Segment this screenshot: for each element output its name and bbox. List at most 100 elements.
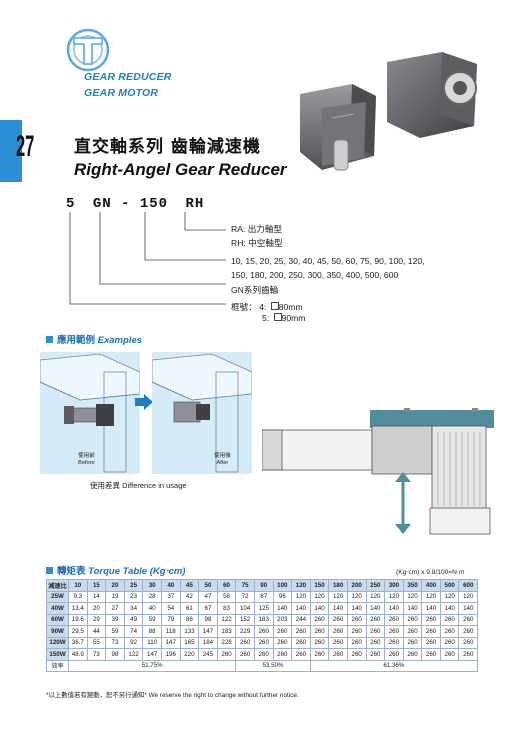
ratio-header-cell: 60 [216, 579, 237, 592]
table-cell: 260 [439, 625, 460, 638]
before-label-en: Before [78, 459, 95, 466]
legend-frame: 框號： 4: 80mm [231, 302, 303, 313]
table-cell: 140 [272, 602, 293, 615]
table-cell: 260 [291, 625, 311, 638]
table-cell: 20 [86, 602, 107, 615]
table-cell: 260 [328, 625, 348, 638]
table-cell: 118 [160, 625, 181, 638]
table-cell: 260 [365, 625, 386, 638]
model-ratio: 150 [139, 196, 169, 212]
gear-logo-icon [66, 28, 110, 72]
table-cell: 104 [235, 602, 255, 615]
table-cell: 13.4 [68, 602, 88, 615]
legend-rh: RH: 中空軸型 [231, 238, 283, 248]
table-cell: 140 [458, 602, 479, 615]
ratio-header-cell: 100 [272, 579, 293, 592]
ratio-header-cell: 30 [142, 579, 162, 592]
frame-5-size: 90mm [281, 313, 306, 323]
table-cell: 39 [105, 613, 125, 626]
ratio-header-cell: 150 [309, 579, 330, 592]
table-cell: 260 [328, 636, 348, 649]
examples-heading: 應用範例 Examples [46, 332, 142, 346]
after-label-cn: 使用後 [214, 453, 231, 459]
row-label-cell: 40W [46, 602, 69, 615]
table-cell: 260 [421, 636, 441, 649]
table-cell: 260 [328, 613, 348, 626]
table-cell: 220 [179, 648, 200, 661]
table-cell: 260 [402, 613, 423, 626]
model-dash: - [121, 196, 131, 212]
table-cell: 120 [384, 590, 404, 603]
table-cell: 147 [142, 648, 162, 661]
bullet-square-icon [46, 567, 53, 574]
table-cell: 55 [86, 636, 107, 649]
table-cell: 260 [253, 648, 274, 661]
table-cell: 54 [160, 602, 181, 615]
table-cell: 140 [346, 602, 367, 615]
ratio-header-cell: 600 [458, 579, 479, 592]
table-cell: 196 [160, 648, 181, 661]
table-cell: 260 [421, 625, 441, 638]
example-before-image [39, 352, 141, 474]
table-cell: 260 [421, 648, 441, 661]
table-cell: 260 [309, 636, 330, 649]
table-cell: 36.7 [68, 636, 88, 649]
frame-4-size: 80mm [278, 302, 303, 312]
efficiency-cell: 51.75% [67, 659, 237, 672]
frame-label: 框號： [231, 302, 257, 312]
table-cell: 140 [439, 602, 460, 615]
table-cell: 74 [123, 625, 144, 638]
table-cell: 29 [86, 613, 107, 626]
table-cell: 40 [142, 602, 162, 615]
table-cell: 110 [142, 636, 162, 649]
row-label-cell: 25W [46, 590, 69, 603]
table-cell: 183 [216, 625, 237, 638]
torque-heading-en: Torque Table (Kg‧cm) [88, 566, 186, 577]
table-cell: 120 [346, 590, 367, 603]
table-cell: 260 [291, 636, 311, 649]
ratio-header-cell: 300 [384, 579, 404, 592]
ratio-header-cell: 45 [179, 579, 200, 592]
ratio-header-cell: 200 [346, 579, 367, 592]
table-cell: 48.9 [68, 648, 88, 661]
ratio-header-cell: 40 [160, 579, 181, 592]
legend-gn: GN系列齒輪 [231, 285, 279, 295]
table-cell: 98 [198, 613, 218, 626]
table-cell: 260 [309, 648, 330, 661]
table-cell: 120 [421, 590, 441, 603]
row-label-cell: 150W [46, 648, 69, 661]
arrow-right-icon [135, 394, 153, 410]
table-cell: 28 [142, 590, 162, 603]
table-cell: 19 [105, 590, 125, 603]
table-cell: 229 [235, 625, 255, 638]
table-cell: 49 [123, 613, 144, 626]
table-cell: 260 [253, 636, 274, 649]
torque-unit-note: (Kg‧cm) x 9.8/100=N‧m [396, 569, 465, 576]
row-label-cell: 90W [46, 625, 69, 638]
ratio-header-cell: 500 [439, 579, 460, 592]
table-cell: 260 [402, 636, 423, 649]
brand-line2: GEAR MOTOR [84, 87, 159, 99]
table-cell: 260 [402, 648, 423, 661]
table-cell: 260 [346, 636, 367, 649]
example-after-image [151, 352, 253, 474]
table-cell: 125 [253, 602, 274, 615]
table-cell: 88 [179, 613, 200, 626]
table-cell: 184 [198, 636, 218, 649]
table-cell: 260 [346, 613, 367, 626]
row-label-cell: 120W [46, 636, 69, 649]
efficiency-cell: 53.50% [235, 659, 311, 672]
table-cell: 260 [384, 636, 404, 649]
table-cell: 122 [123, 648, 144, 661]
legend-ra: RA: 出力軸型 [231, 224, 283, 234]
table-cell: 260 [272, 636, 293, 649]
efficiency-label-cell: 效率 [46, 659, 69, 672]
table-cell: 260 [235, 648, 255, 661]
examples-heading-cn: 應用範例 [57, 335, 96, 346]
frame-5-num: 5: [262, 313, 270, 323]
